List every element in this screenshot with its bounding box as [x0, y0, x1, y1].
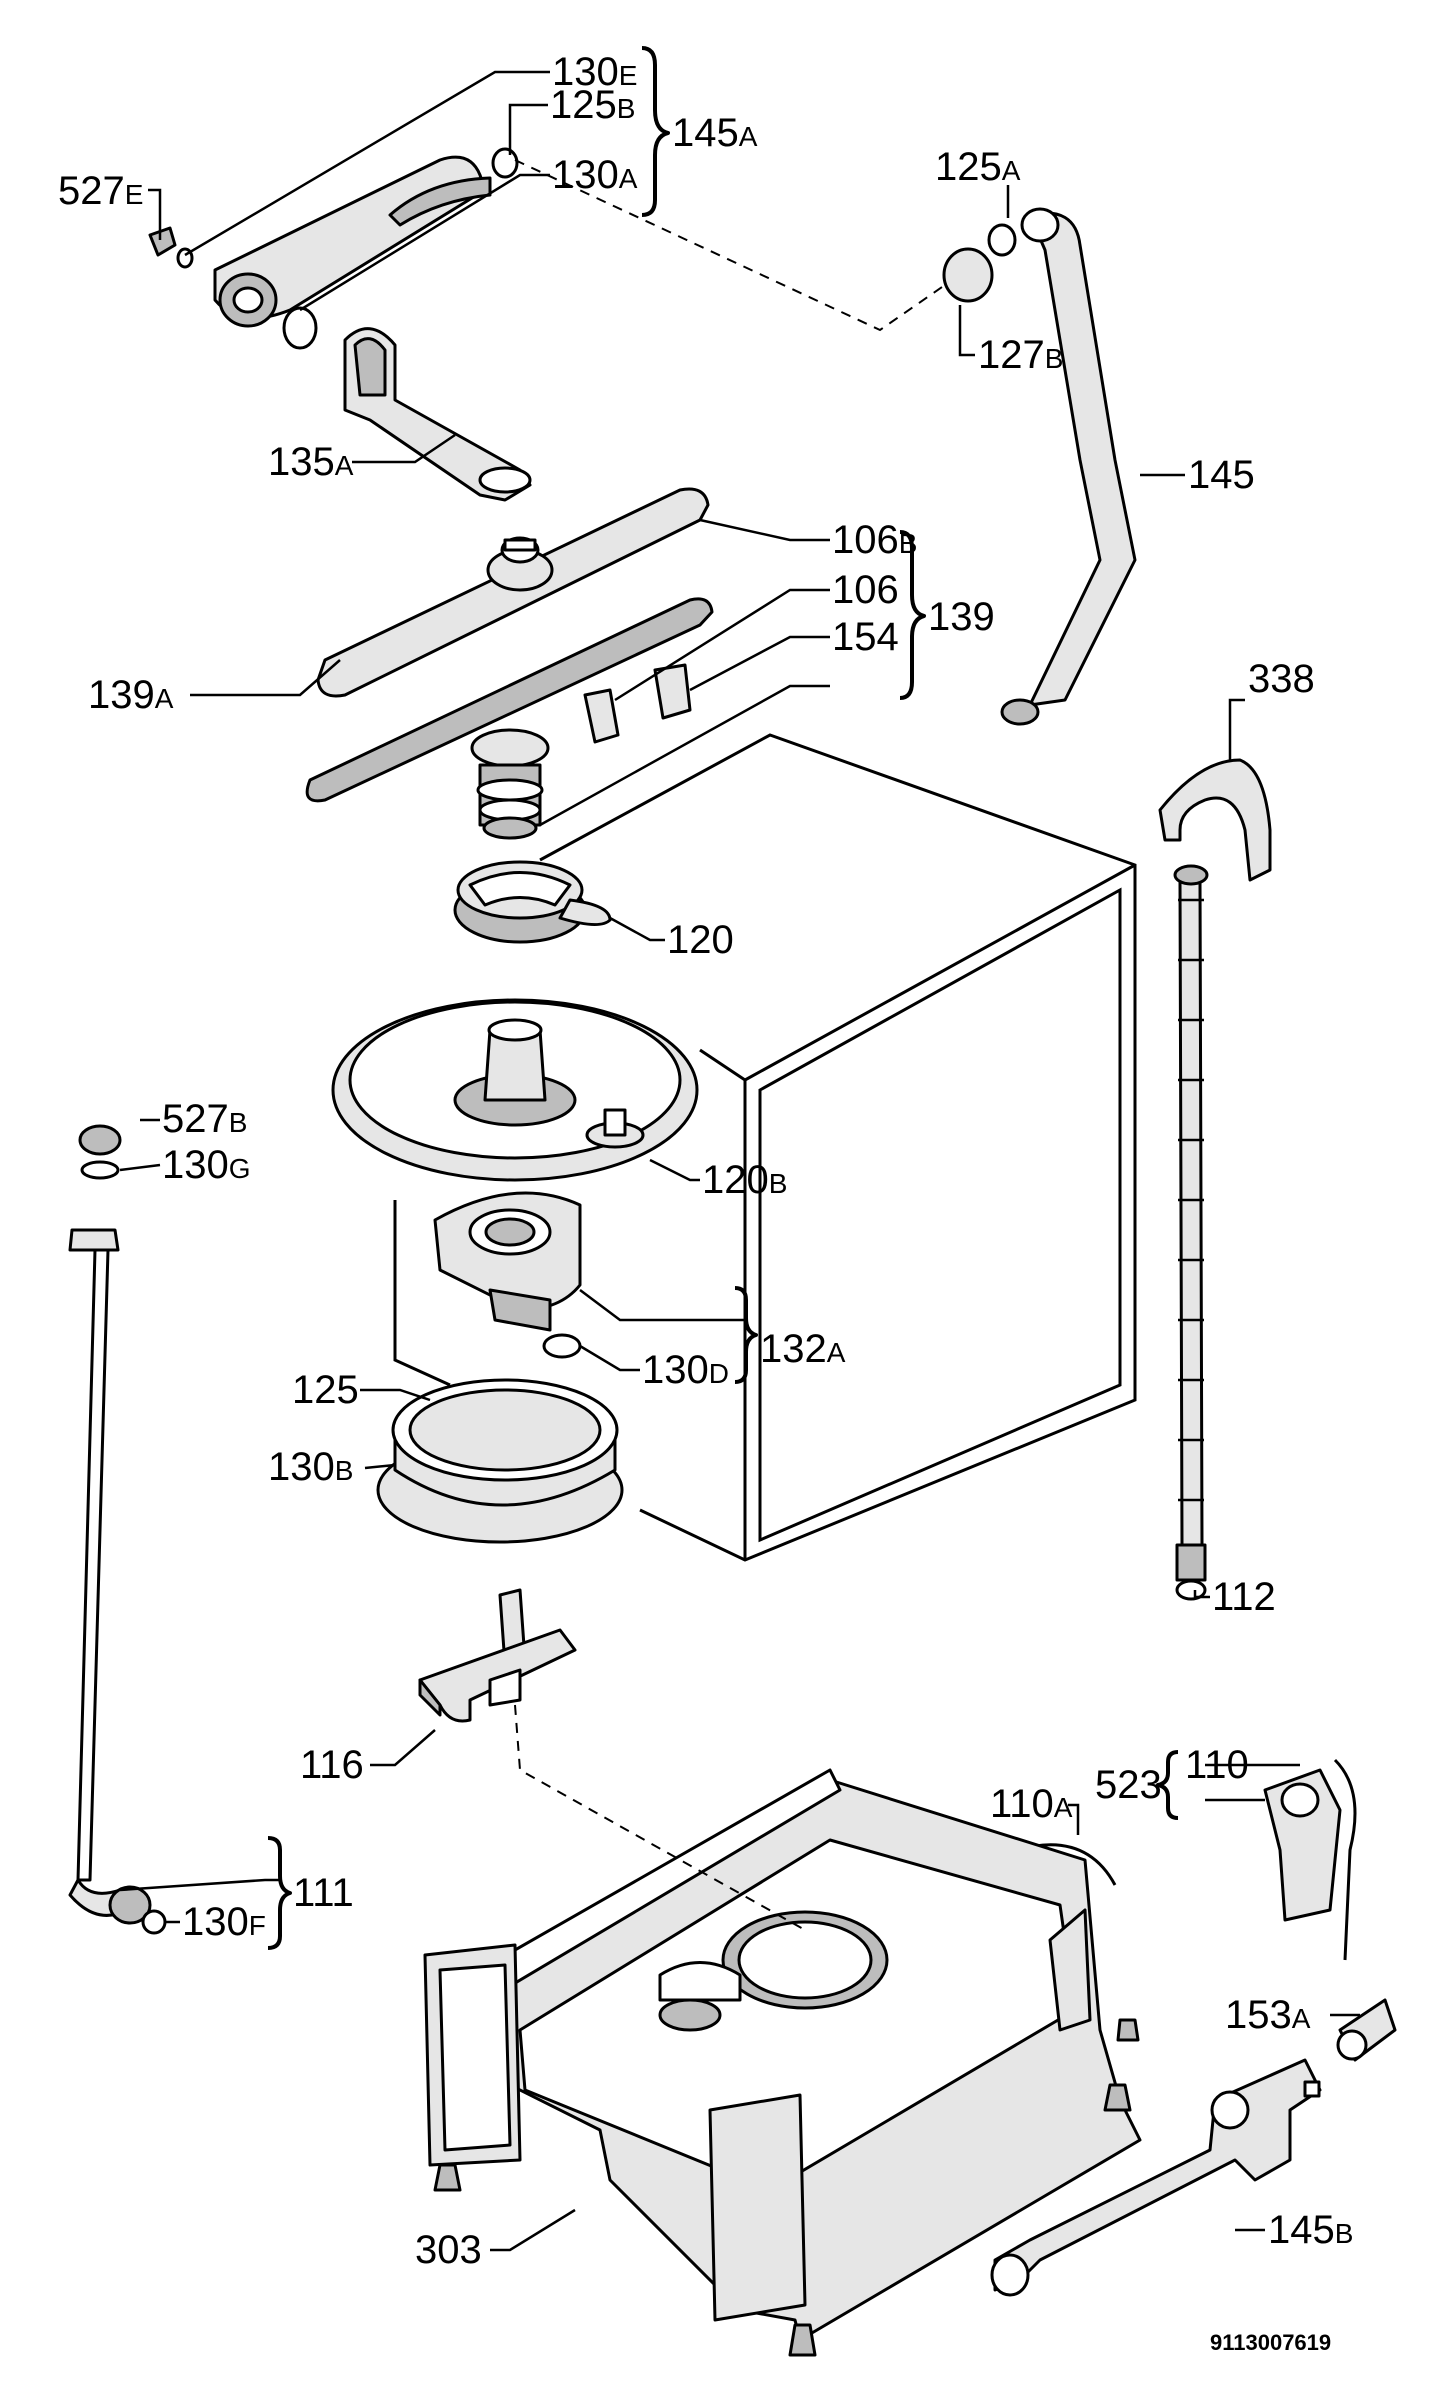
label-125: 125	[292, 1368, 359, 1412]
label-130b: 130B	[268, 1445, 353, 1489]
part-labels: 130E 125B 130A 145A 527E 135A 125A 127B …	[58, 50, 1353, 2272]
label-116: 116	[300, 1743, 364, 1787]
upper-spray-arm-145a	[148, 147, 519, 350]
corrugated-hose-112	[1173, 864, 1209, 1601]
hose-bracket-338	[1158, 758, 1272, 882]
label-130d: 130D	[642, 1348, 729, 1392]
label-338: 338	[1248, 657, 1315, 701]
label-110: 110	[1185, 1743, 1249, 1787]
label-135a: 135A	[268, 440, 354, 484]
label-106b: 106B	[832, 518, 917, 562]
label-154: 154	[832, 615, 899, 659]
sump-ring-125	[376, 1378, 624, 1544]
drawing-code: 9113007619	[1210, 2330, 1331, 2355]
bracket-116	[418, 1588, 577, 1723]
label-145b: 145B	[1268, 2208, 1353, 2252]
inlet-hose-111	[68, 1124, 167, 1935]
label-130f: 130F	[182, 1900, 266, 1944]
label-132a: 132A	[760, 1327, 846, 1371]
label-145: 145	[1188, 453, 1255, 497]
spray-arm-coupling	[470, 728, 550, 840]
assembly-lines	[514, 159, 946, 1931]
label-145a: 145A	[672, 111, 758, 155]
drain-hose-145b	[990, 1998, 1397, 2297]
label-303: 303	[415, 2228, 482, 2272]
label-120: 120	[667, 918, 734, 962]
base-frame-303	[423, 1768, 1142, 2357]
label-106: 106	[832, 568, 899, 612]
label-130g: 130G	[162, 1143, 251, 1187]
label-125b: 125B	[550, 83, 635, 127]
filter-plate-120b	[331, 998, 699, 1182]
label-120b: 120B	[702, 1158, 787, 1202]
label-111: 111	[293, 1871, 354, 1915]
label-139a: 139A	[88, 673, 174, 717]
label-130a: 130A	[552, 153, 638, 197]
label-127b: 127B	[978, 333, 1063, 377]
sump-132a	[433, 1191, 582, 1359]
grouping-braces	[267, 46, 1179, 1950]
label-110a: 110A	[990, 1782, 1073, 1826]
inlet-valve-523	[989, 1758, 1357, 1961]
label-112: 112	[1212, 1575, 1276, 1619]
leader-lines	[119, 70, 1360, 2252]
spray-nozzle-135a	[343, 327, 532, 502]
ring-nut-120	[453, 860, 612, 944]
supply-pipe-145	[942, 207, 1137, 726]
label-153a: 153A	[1225, 1993, 1311, 2037]
label-139: 139	[928, 595, 995, 639]
label-125a: 125A	[935, 145, 1021, 189]
label-130e: 130E	[552, 50, 637, 94]
label-523: 523	[1095, 1763, 1162, 1807]
cabinet-outline	[393, 733, 1137, 1562]
label-527b: 527B	[162, 1097, 247, 1141]
label-527e: 527E	[58, 169, 143, 213]
